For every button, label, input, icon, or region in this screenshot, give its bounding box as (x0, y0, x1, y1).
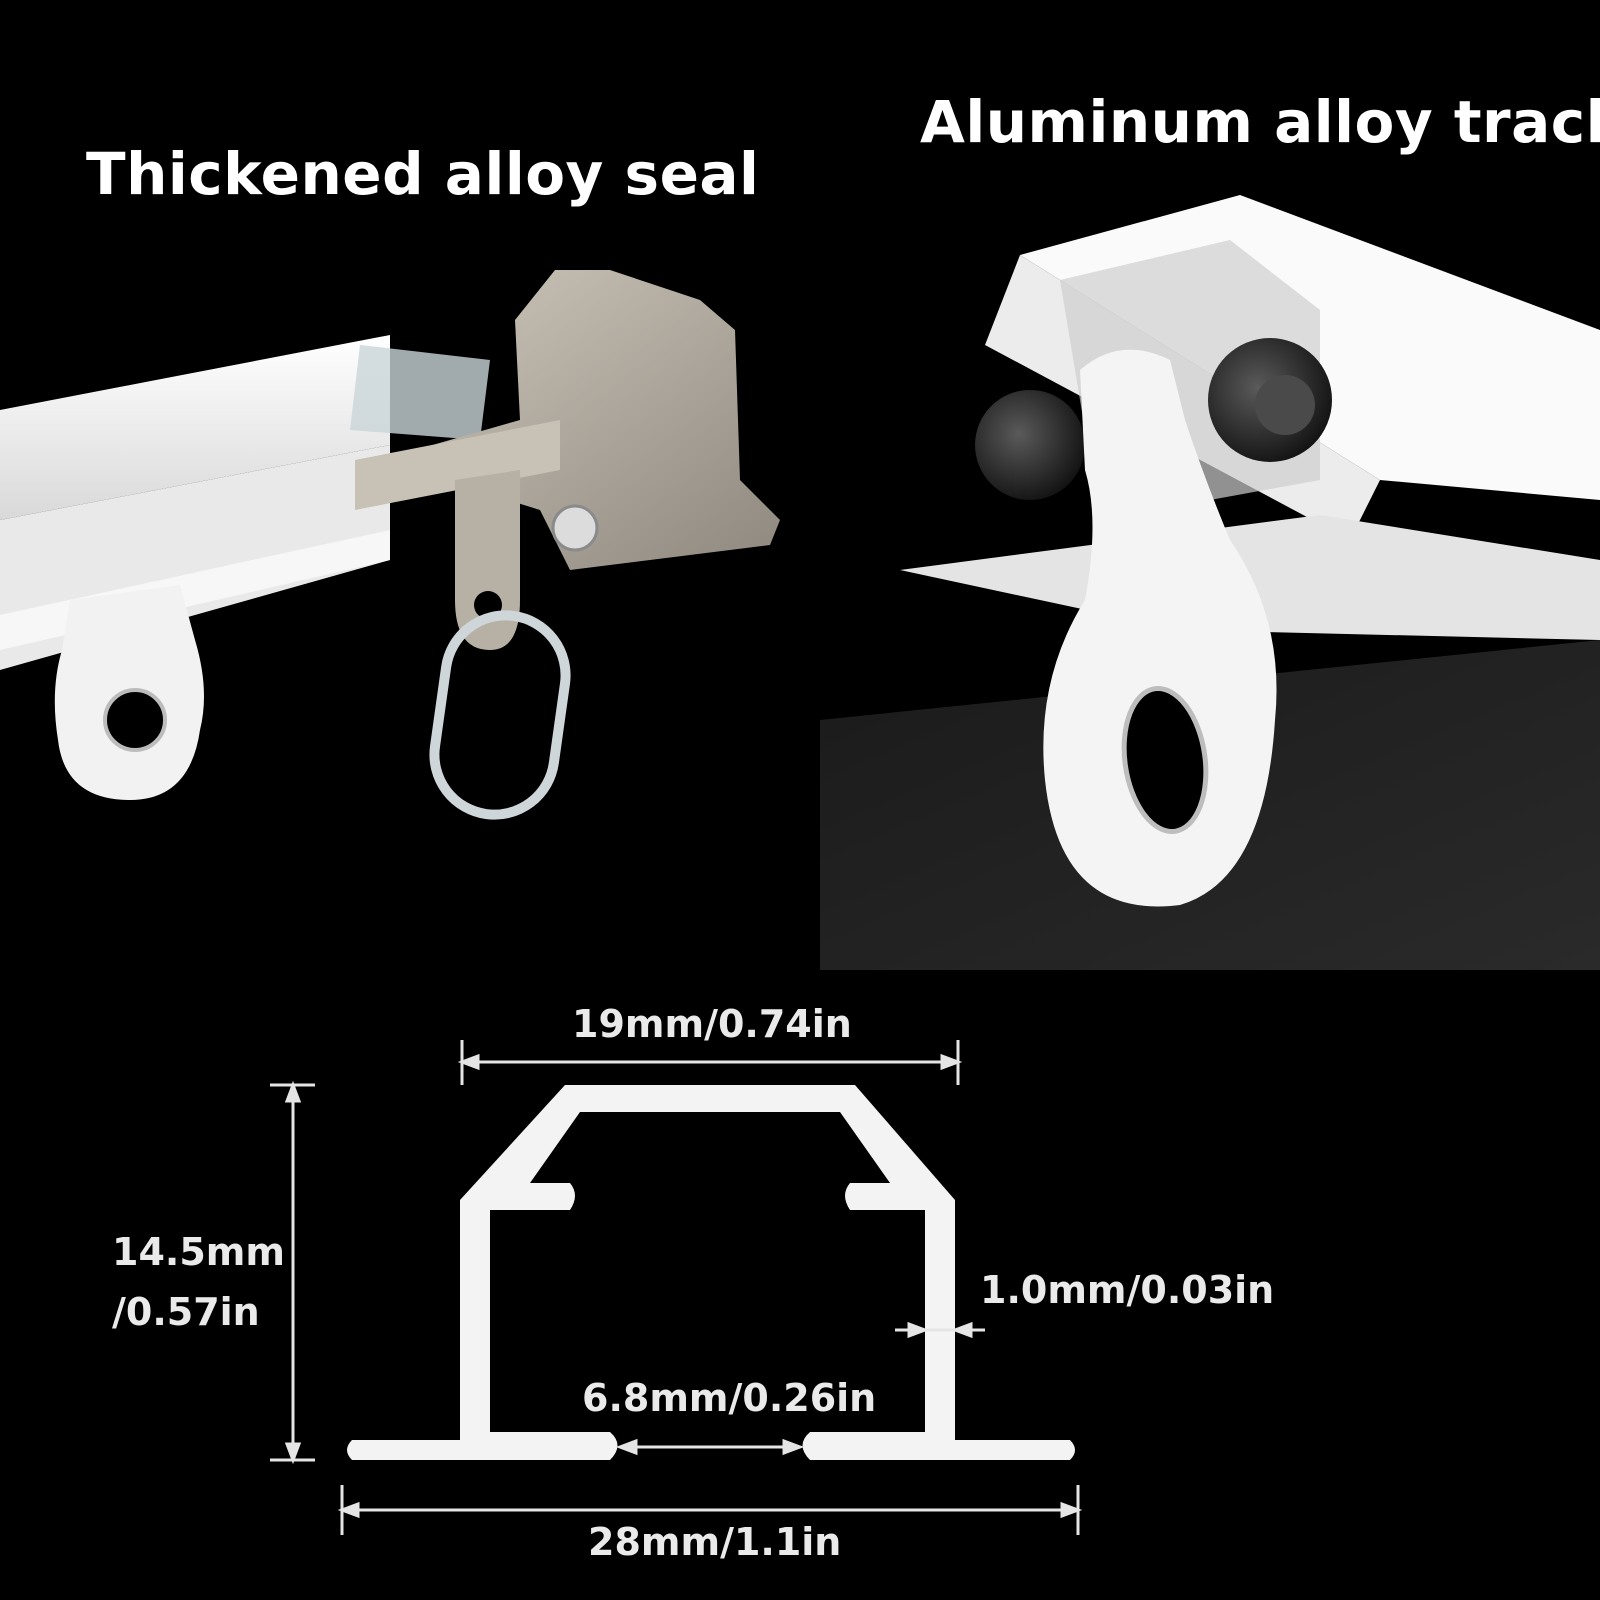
track-cross-section (347, 1085, 1075, 1460)
seal-screw (551, 504, 599, 552)
dim-wall-thickness: 1.0mm/0.03in (980, 1268, 1275, 1312)
heading-aluminum-alloy-track: Aluminum alloy track (920, 88, 1600, 156)
dim-slot-width: 6.8mm/0.26in (582, 1376, 877, 1420)
dim-height-mm: 14.5mm (112, 1230, 285, 1274)
heading-thickened-alloy-seal: Thickened alloy seal (86, 140, 760, 208)
dim-height-in: /0.57in (112, 1290, 260, 1334)
seal-hanger-tab (455, 470, 520, 650)
dimension-lines (270, 1040, 1083, 1535)
rail-top-face (0, 335, 390, 520)
alloy-seal-body (380, 270, 780, 570)
dim-top-width: 19mm/0.74in (572, 1002, 852, 1046)
alloy-seal-plate (355, 420, 560, 510)
left-roller (975, 390, 1085, 500)
glider-hole (1124, 688, 1206, 832)
profile-shape (347, 1085, 1075, 1460)
clear-hook-ring (429, 610, 571, 820)
left-rail-scene (0, 270, 780, 820)
glider-eyelet (105, 690, 165, 750)
rail-inner-channel (350, 345, 490, 440)
right-track-scene (820, 195, 1600, 970)
white-roller-glider (1043, 349, 1277, 907)
dim-base-width: 28mm/1.1in (588, 1520, 842, 1564)
